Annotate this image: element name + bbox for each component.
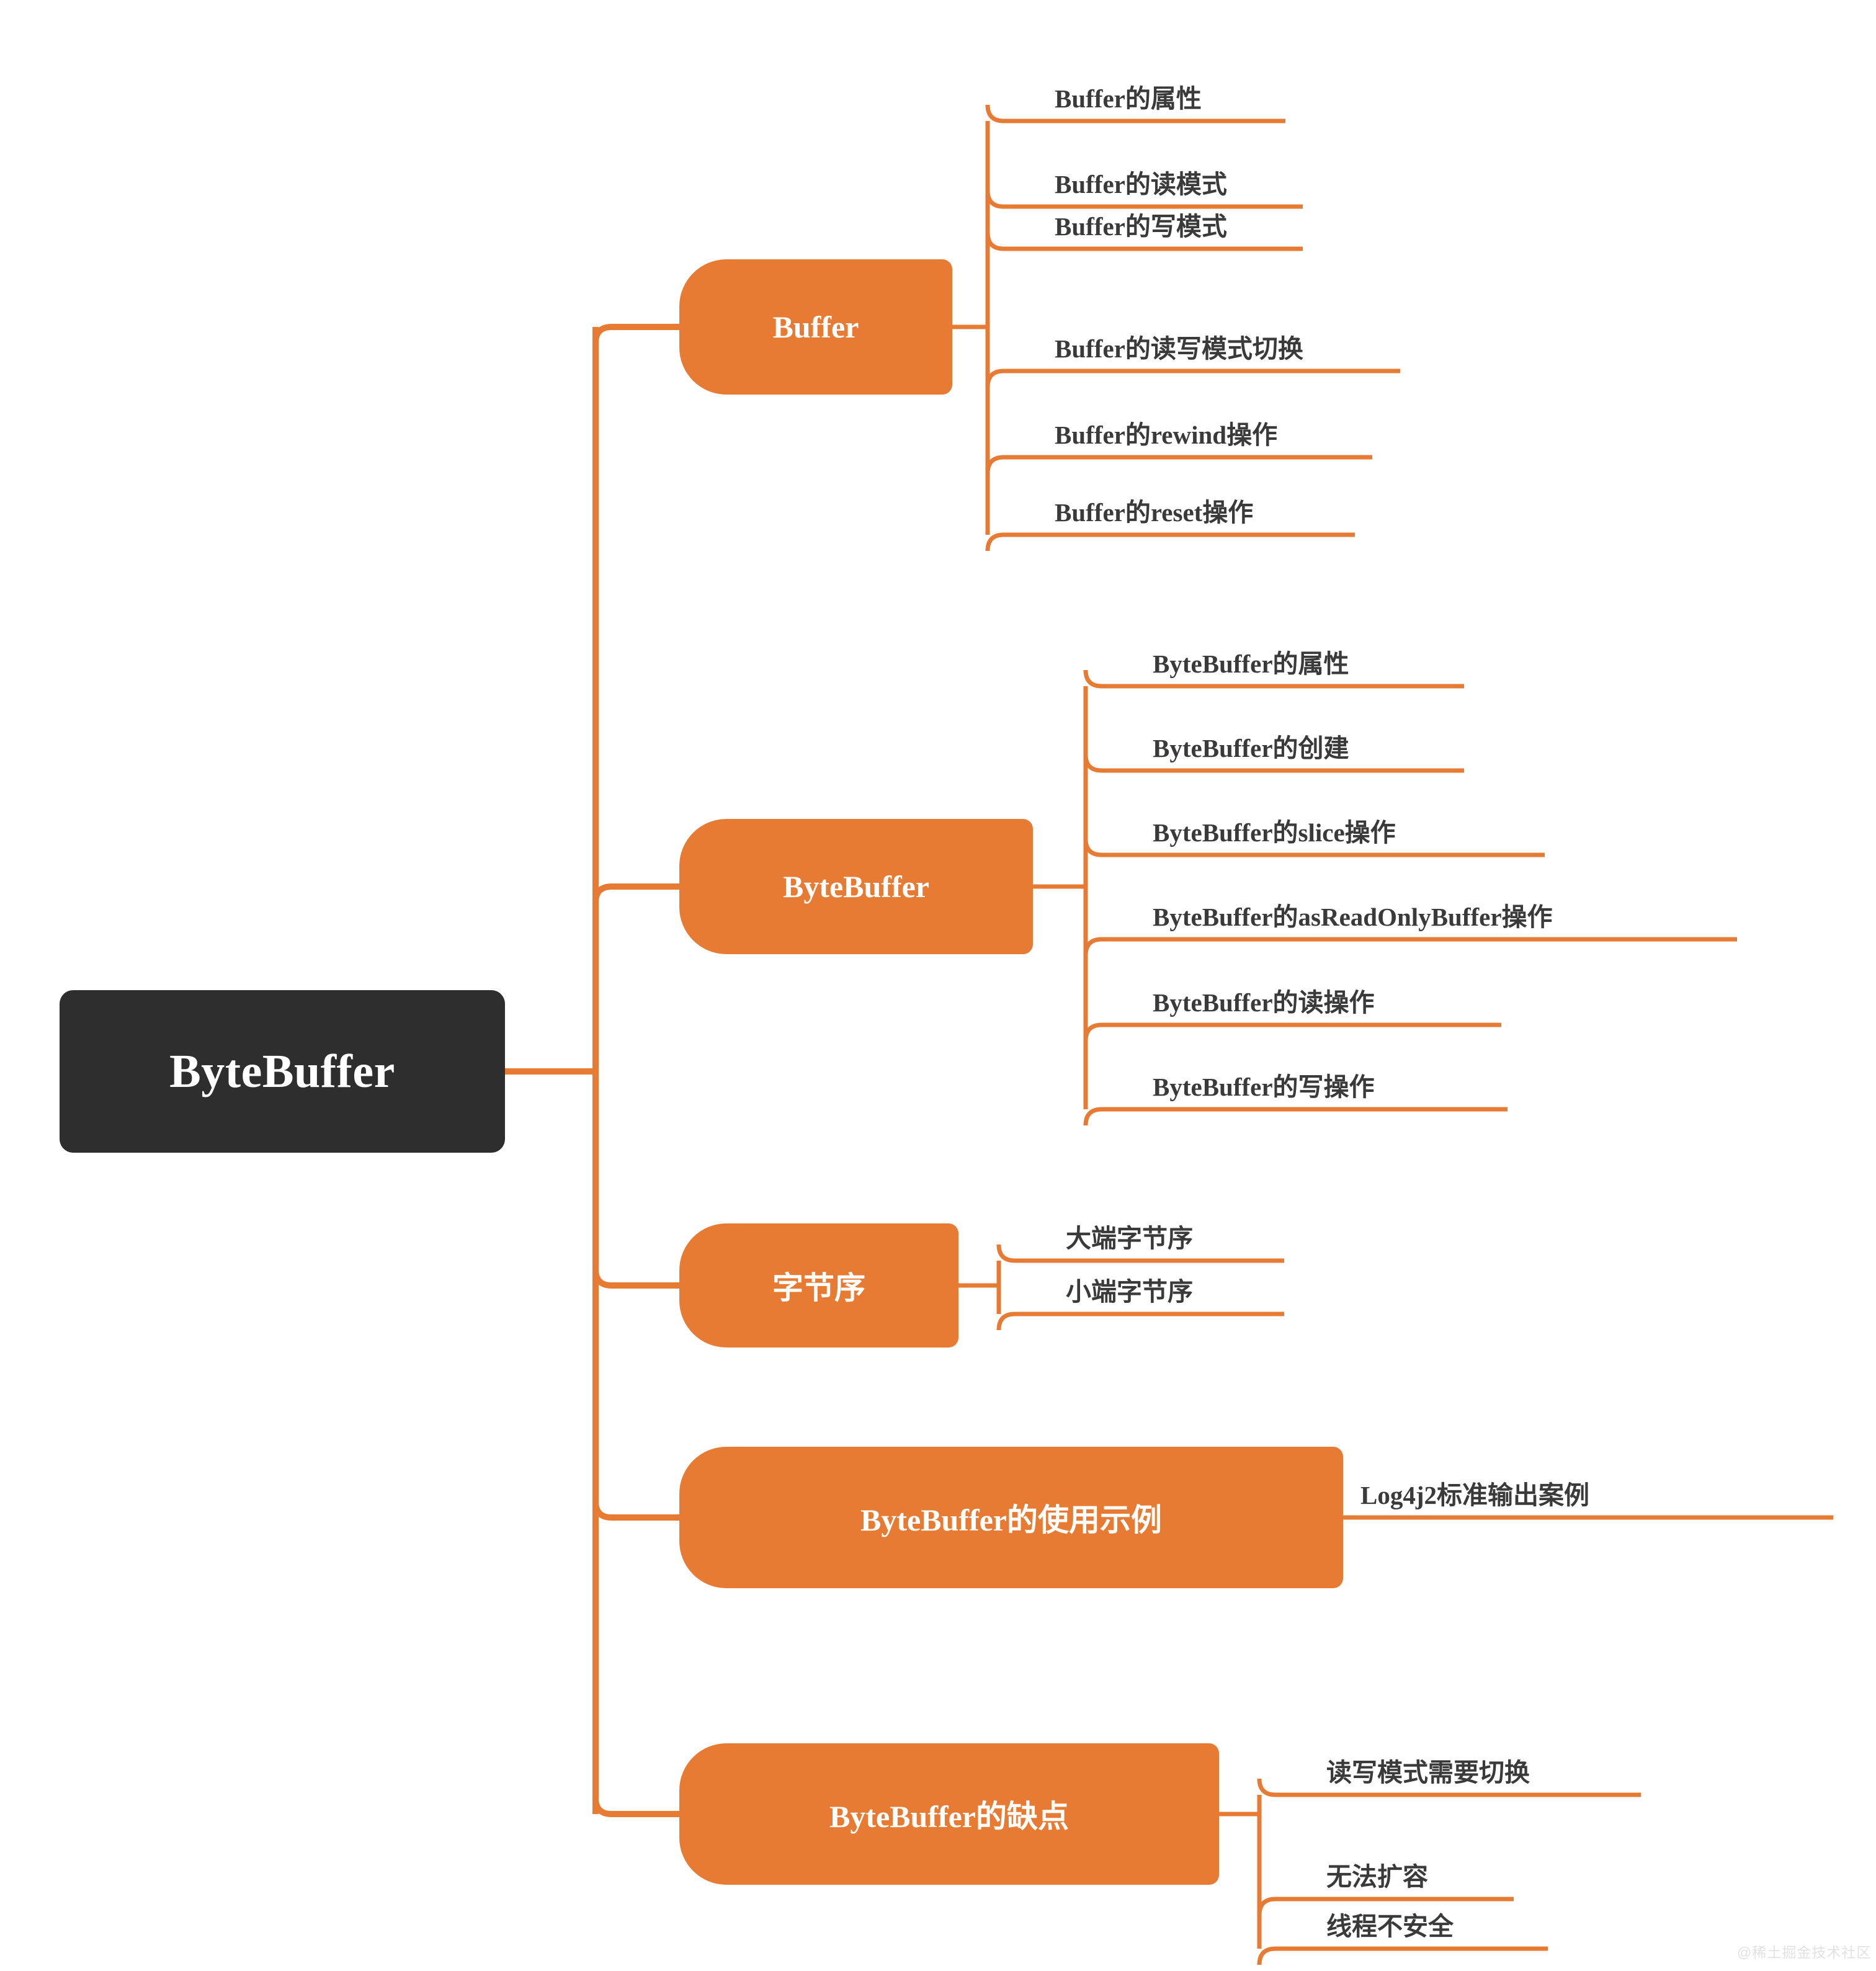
connector xyxy=(985,532,1355,552)
connector xyxy=(592,1501,679,1521)
leaf-label[interactable]: ByteBuffer的属性 xyxy=(1153,650,1349,678)
branch-node-label: Buffer xyxy=(772,310,859,344)
leaf-label[interactable]: Log4j2标准输出案例 xyxy=(1360,1481,1589,1509)
connector xyxy=(592,324,679,344)
leaf-label[interactable]: 读写模式需要切换 xyxy=(1326,1758,1530,1787)
branch-node-label: 字节序 xyxy=(772,1271,865,1305)
root-node-label: ByteBuffer xyxy=(169,1045,395,1097)
leaf-label[interactable]: Buffer的属性 xyxy=(1055,84,1202,113)
leaf-label[interactable]: ByteBuffer的写操作 xyxy=(1153,1073,1375,1101)
leaf-label[interactable]: Buffer的reset操作 xyxy=(1055,498,1254,527)
branch-node-label: ByteBuffer xyxy=(782,869,930,904)
connector xyxy=(1083,937,1737,956)
branch-node-usage[interactable]: ByteBuffer的使用示例 xyxy=(679,1447,1343,1588)
connector xyxy=(985,455,1372,474)
branch-node-byteorder[interactable]: 字节序 xyxy=(679,1223,958,1348)
branch-node-drawbacks[interactable]: ByteBuffer的缺点 xyxy=(679,1743,1219,1885)
branch-node-label: ByteBuffer的使用示例 xyxy=(860,1503,1163,1537)
connector xyxy=(1083,1022,1501,1042)
leaf-label[interactable]: ByteBuffer的读操作 xyxy=(1153,988,1375,1017)
connector xyxy=(592,1269,679,1289)
leaf-label[interactable]: Buffer的读模式 xyxy=(1055,170,1227,199)
leaf-label[interactable]: 小端字节序 xyxy=(1066,1277,1193,1306)
leaf-label[interactable]: 大端字节序 xyxy=(1066,1224,1193,1253)
branch-node-bytebuffer[interactable]: ByteBuffer xyxy=(679,819,1033,954)
connector xyxy=(592,1797,679,1817)
connector xyxy=(996,1312,1284,1331)
connector xyxy=(1257,1946,1548,1965)
root-node[interactable]: ByteBuffer xyxy=(60,990,505,1153)
branch-node-buffer[interactable]: Buffer xyxy=(679,259,952,395)
branch-node-label: ByteBuffer的缺点 xyxy=(829,1799,1070,1834)
leaf-label[interactable]: 无法扩容 xyxy=(1326,1862,1428,1891)
leaf-label[interactable]: 线程不安全 xyxy=(1326,1912,1454,1941)
connector xyxy=(592,883,679,903)
connector xyxy=(1083,1107,1508,1126)
leaf-label[interactable]: ByteBuffer的slice操作 xyxy=(1153,818,1396,847)
leaf-label[interactable]: Buffer的rewind操作 xyxy=(1055,421,1278,449)
leaf-label[interactable]: Buffer的写模式 xyxy=(1055,212,1227,241)
connector xyxy=(985,369,1400,388)
watermark: @稀土掘金技术社区 xyxy=(1737,1944,1872,1960)
leaf-label[interactable]: ByteBuffer的asReadOnlyBuffer操作 xyxy=(1153,903,1553,931)
leaf-label[interactable]: Buffer的读写模式切换 xyxy=(1055,334,1303,363)
leaf-label[interactable]: ByteBuffer的创建 xyxy=(1153,734,1349,762)
